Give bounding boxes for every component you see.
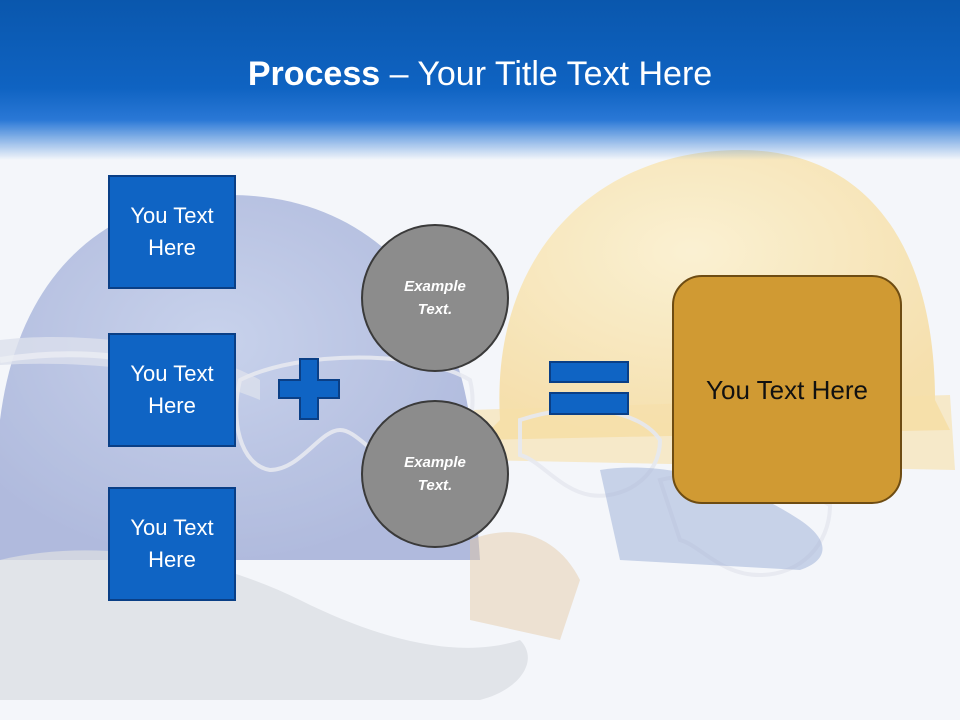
title-strong: Process [247,55,381,93]
title-bar [0,0,960,160]
example-circle-1[interactable]: Example Text. [361,224,509,372]
input-box-2[interactable]: You Text Here [108,333,236,447]
input-box-label: You Text Here [130,203,214,260]
plus-icon [278,358,340,420]
result-label: You Text Here [706,374,868,405]
input-box-1[interactable]: You Text Here [108,175,236,289]
circle-label: Example Text. [404,454,466,494]
equals-icon [549,361,629,415]
result-box[interactable]: You Text Here [672,275,902,504]
example-circle-2[interactable]: Example Text. [361,400,509,548]
input-box-label: You Text Here [130,515,214,572]
input-box-label: You Text Here [130,361,214,418]
circle-label: Example Text. [404,278,466,318]
slide-title: Process – Your Title Text Here [0,52,960,96]
input-box-3[interactable]: You Text Here [108,487,236,601]
title-rest: – Your Title Text Here [380,55,713,93]
